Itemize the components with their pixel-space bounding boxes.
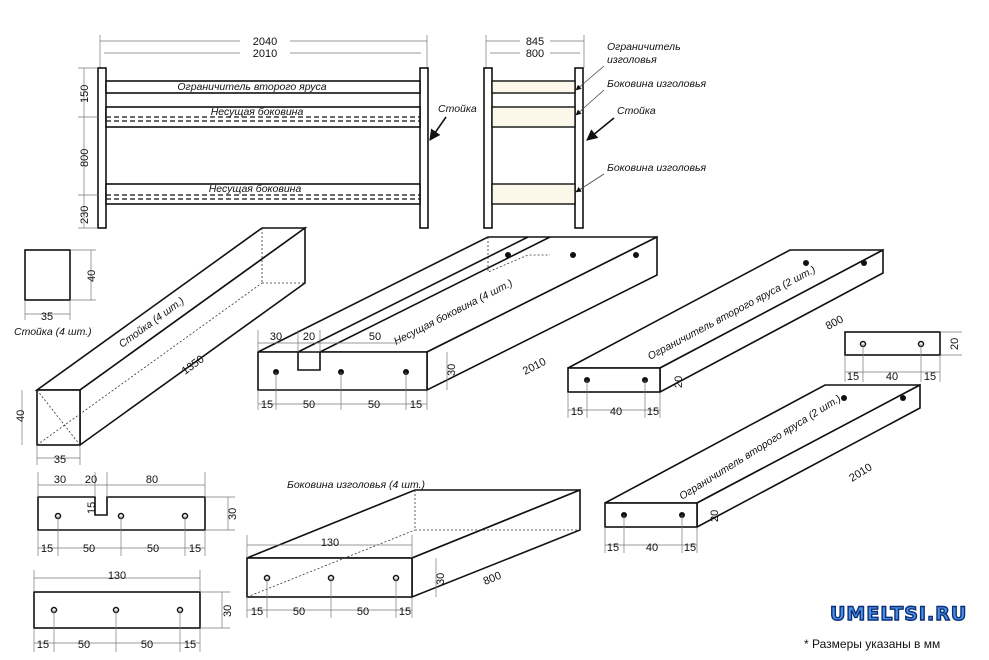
dim-top: 150 bbox=[79, 85, 91, 103]
dim-post-height: 40 bbox=[86, 270, 98, 282]
dim-limiter-end-3: 15 bbox=[924, 371, 936, 383]
dim-post-width: 35 bbox=[41, 311, 53, 323]
footnote: * Размеры указаны в мм bbox=[804, 637, 940, 651]
dim-limiter-2010-height: 20 bbox=[709, 510, 721, 522]
dim-limiter-2010-3: 15 bbox=[684, 542, 696, 554]
dim-head-front-3: 50 bbox=[141, 639, 153, 651]
front-view: 2040 2010 Ограничитель второго яруса Нес… bbox=[78, 35, 477, 229]
dim-bottom: 230 bbox=[79, 206, 91, 224]
dim-notch-depth: 15 bbox=[86, 502, 98, 514]
dim-rail-front-height: 30 bbox=[227, 508, 239, 520]
dim-rail-bottom-3: 50 bbox=[368, 399, 380, 411]
dim-side-total: 845 bbox=[526, 36, 544, 48]
dim-limiter-end-1: 15 bbox=[847, 371, 859, 383]
dim-rail-front-bottom-2: 50 bbox=[83, 543, 95, 555]
dim-side-inner: 800 bbox=[526, 48, 544, 60]
dim-rail-front-top-3: 80 bbox=[146, 474, 158, 486]
head-iso-label: Боковина изголовья (4 шт.) bbox=[287, 479, 425, 491]
label-rail-bottom: Несущая боковина bbox=[209, 183, 302, 195]
dim-head-4: 15 bbox=[399, 606, 411, 618]
post-iso: Стойка (4 шт.) 1350 40 35 bbox=[15, 226, 308, 466]
dim-limiter-end-height: 20 bbox=[949, 338, 961, 350]
dim-rail-top-2: 20 bbox=[303, 331, 315, 343]
rail-front-view: 15 30 20 80 30 15 50 50 15 bbox=[37, 472, 239, 556]
dim-rail-height: 30 bbox=[446, 364, 458, 376]
dim-rail-length: 2010 bbox=[521, 356, 548, 378]
label-post: Стойка bbox=[438, 103, 477, 115]
dim-limiter-800-length: 800 bbox=[824, 313, 846, 332]
dim-rail-front-bottom-4: 15 bbox=[189, 543, 201, 555]
label-head-limiter-2: изголовья bbox=[607, 54, 657, 66]
dim-head-front-height: 30 bbox=[222, 605, 234, 617]
label-head-side-top: Боковина изголовья bbox=[607, 78, 706, 90]
dim-head-front-4: 15 bbox=[184, 639, 196, 651]
dim-head-1: 15 bbox=[251, 606, 263, 618]
dim-limiter-end-2: 40 bbox=[886, 371, 898, 383]
dim-head-width: 130 bbox=[321, 537, 339, 549]
dim-rail-front-bottom-1: 15 bbox=[41, 543, 53, 555]
limiter-end-view: 20 15 40 15 bbox=[844, 331, 962, 383]
limiter-rail bbox=[105, 80, 421, 94]
head-side-iso: Боковина изголовья (4 шт.) 130 30 800 15… bbox=[246, 479, 581, 618]
dim-limiter-800-2: 40 bbox=[610, 406, 622, 418]
head-front-view: 130 30 15 50 50 15 bbox=[33, 570, 234, 652]
dim-rail-top-3: 50 bbox=[369, 331, 381, 343]
dim-rail-bottom-2: 50 bbox=[303, 399, 315, 411]
dim-head-3: 50 bbox=[357, 606, 369, 618]
dim-head-length: 800 bbox=[482, 570, 504, 588]
side-view: 845 800 Ограничитель изголовья Боковина … bbox=[483, 35, 706, 229]
post-section-caption: Стойка (4 шт.) bbox=[14, 326, 92, 338]
watermark-logo: UMELTSI.RU bbox=[830, 603, 967, 625]
dim-limiter-800-1: 15 bbox=[571, 406, 583, 418]
dim-total-width: 2040 bbox=[253, 36, 277, 48]
label-rail-top: Несущая боковина bbox=[211, 106, 304, 118]
label-side-post: Стойка bbox=[617, 105, 656, 117]
label-limiter: Ограничитель второго яруса bbox=[177, 81, 326, 93]
dim-head-height: 30 bbox=[435, 573, 447, 585]
dim-rail-bottom-1: 15 bbox=[261, 399, 273, 411]
dim-head-front-2: 50 bbox=[78, 639, 90, 651]
rail-iso: Несущая боковина (4 шт.) 2010 30 20 50 1… bbox=[257, 235, 658, 411]
dim-head-front-width: 130 bbox=[108, 570, 126, 582]
label-head-side-bottom: Боковина изголовья bbox=[607, 162, 706, 174]
post-section: 40 35 Стойка (4 шт.) bbox=[14, 249, 98, 338]
dim-limiter-800-height: 20 bbox=[673, 376, 685, 388]
dim-rail-front-top-2: 20 bbox=[85, 474, 97, 486]
dim-middle: 800 bbox=[79, 149, 91, 167]
dim-rail-front-top-1: 30 bbox=[54, 474, 66, 486]
dim-post-iso-width: 35 bbox=[54, 454, 66, 466]
dim-rail-front-bottom-3: 50 bbox=[147, 543, 159, 555]
dim-post-iso-height: 40 bbox=[15, 410, 27, 422]
right-post bbox=[419, 67, 429, 229]
dim-inner-width: 2010 bbox=[253, 48, 277, 60]
dim-head-2: 50 bbox=[293, 606, 305, 618]
dim-limiter-2010-2: 40 bbox=[646, 542, 658, 554]
dim-rail-bottom-4: 15 bbox=[410, 399, 422, 411]
label-head-limiter-1: Ограничитель bbox=[607, 41, 681, 53]
dim-head-front-1: 15 bbox=[37, 639, 49, 651]
dim-limiter-2010-1: 15 bbox=[607, 542, 619, 554]
dim-limiter-2010-length: 2010 bbox=[847, 461, 874, 484]
left-post bbox=[97, 67, 107, 229]
dim-limiter-800-3: 15 bbox=[647, 406, 659, 418]
dim-rail-top-1: 30 bbox=[270, 331, 282, 343]
